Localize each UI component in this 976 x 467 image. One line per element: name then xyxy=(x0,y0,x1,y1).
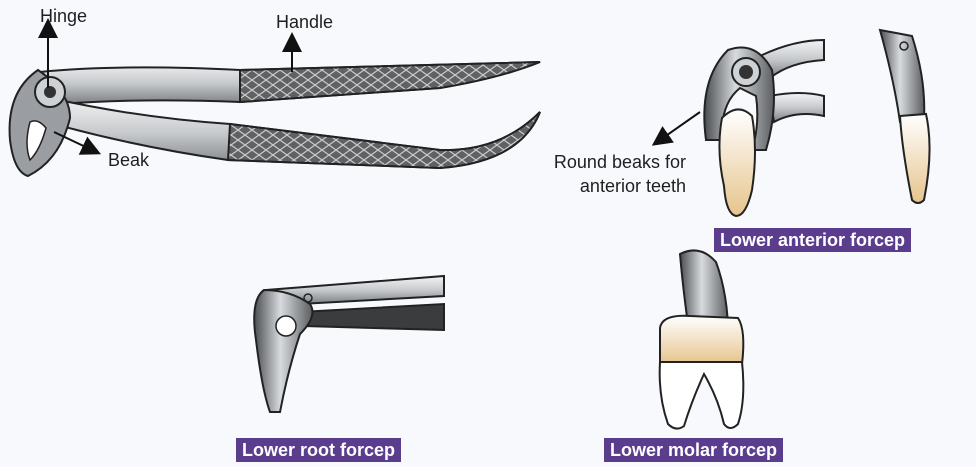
molar-forcep xyxy=(660,250,744,428)
root-forcep-handle-bottom xyxy=(300,304,444,330)
front-tooth xyxy=(900,114,930,203)
beak-label: Beak xyxy=(108,150,149,171)
hinge-label: Hinge xyxy=(40,6,87,27)
anterior-hinge-pin xyxy=(739,65,753,79)
caption-lower-root: Lower root forcep xyxy=(236,438,401,462)
root-forcep xyxy=(254,276,444,412)
anterior-forcep-front xyxy=(880,30,930,203)
round-beaks-label-2: anterior teeth xyxy=(530,176,686,197)
hinge-pin xyxy=(44,86,56,98)
front-forcep-body xyxy=(880,30,924,122)
upper-grip xyxy=(240,62,540,102)
handle-label: Handle xyxy=(276,12,333,33)
lower-grip xyxy=(228,112,540,168)
round-beaks-label-1: Round beaks for xyxy=(530,152,686,173)
anterior-forcep-side xyxy=(704,40,824,216)
molar-roots xyxy=(660,362,744,429)
anterior-arm-bottom xyxy=(770,93,824,122)
incisor-tooth xyxy=(719,109,755,216)
root-forcep-opening xyxy=(276,316,296,336)
caption-lower-anterior: Lower anterior forcep xyxy=(714,228,911,252)
root-forcep-beak xyxy=(254,290,312,412)
caption-lower-molar: Lower molar forcep xyxy=(604,438,783,462)
main-forcep xyxy=(10,62,540,176)
round-beaks-arrow xyxy=(660,112,700,140)
molar-crown xyxy=(660,316,743,364)
